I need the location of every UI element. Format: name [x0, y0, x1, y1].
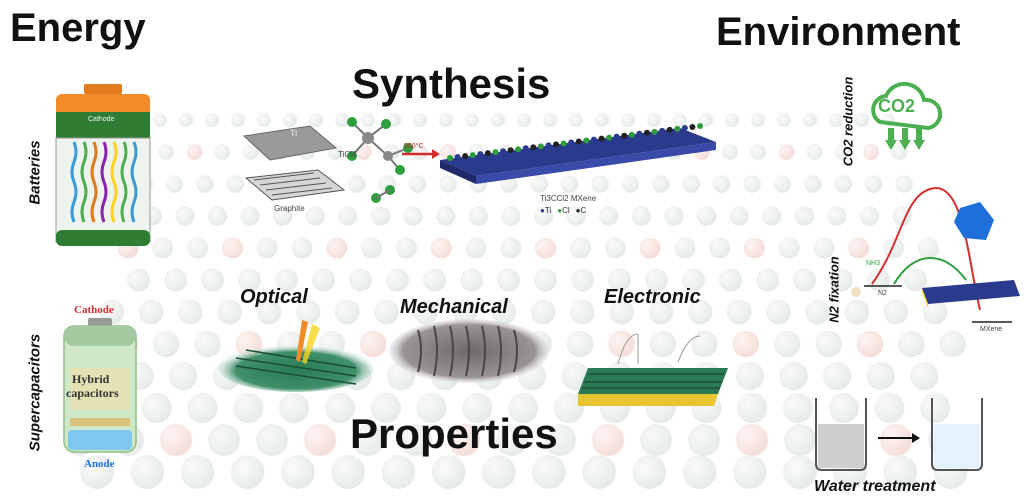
supercapacitor-illustration [63, 318, 137, 453]
properties-title: Properties [350, 410, 558, 457]
co2-reduction-label: CO2 reduction [840, 76, 856, 167]
electronic-illustration [578, 333, 728, 406]
legend-c: ●C [575, 206, 587, 215]
batteries-label: Batteries [26, 140, 44, 205]
co2-cloud-icon [871, 81, 943, 150]
supercapacitors-label: Supercapacitors [26, 333, 44, 452]
environment-title: Environment [716, 10, 961, 54]
synthesis-illustration [242, 117, 716, 203]
cap-hybrid-line1: Hybrid [72, 372, 110, 386]
cap-anode-label: Anode [84, 458, 115, 470]
co2-icon-text: CO2 [878, 96, 916, 116]
battery-illustration [55, 84, 151, 246]
n2-label: N2 [878, 290, 887, 297]
n2-energy-diagram [851, 186, 1020, 323]
synthesis-title: Synthesis [352, 60, 551, 107]
cap-hybrid-line2: capacitors [66, 386, 119, 400]
graphite-sheet [244, 169, 346, 201]
mxene-label: Ti3CCl2 MXene [540, 194, 597, 203]
mechanical-illustration [389, 319, 549, 383]
electronic-label: Electronic [604, 286, 701, 308]
legend-cl: ●Cl [557, 206, 570, 215]
battery-cathode-text: Cathode [88, 116, 115, 123]
ticl4-molecule [347, 117, 413, 203]
mxene-small-label: MXene [980, 326, 1003, 333]
graphite-label: Graphite [274, 204, 305, 213]
mxene-slab [440, 128, 716, 184]
ti-label: Ti [290, 128, 298, 138]
legend-ti: ●Ti [540, 206, 552, 215]
ticl4-label: TiCl4 [338, 150, 357, 159]
water-treatment-illustration [815, 398, 983, 471]
n2-fixation-label: N2 fixation [826, 256, 842, 323]
cap-cathode-label: Cathode [74, 304, 114, 316]
optical-illustration [218, 320, 374, 392]
mechanical-label: Mechanical [400, 296, 508, 318]
mxene-legend: ●Ti ●Cl ●C [540, 206, 586, 215]
optical-label: Optical [240, 286, 308, 308]
temperature-label: 950°C [404, 143, 424, 150]
water-treatment-label: Water treatment [814, 478, 936, 495]
nh3-label: NH3 [866, 260, 881, 267]
energy-title: Energy [10, 6, 146, 50]
